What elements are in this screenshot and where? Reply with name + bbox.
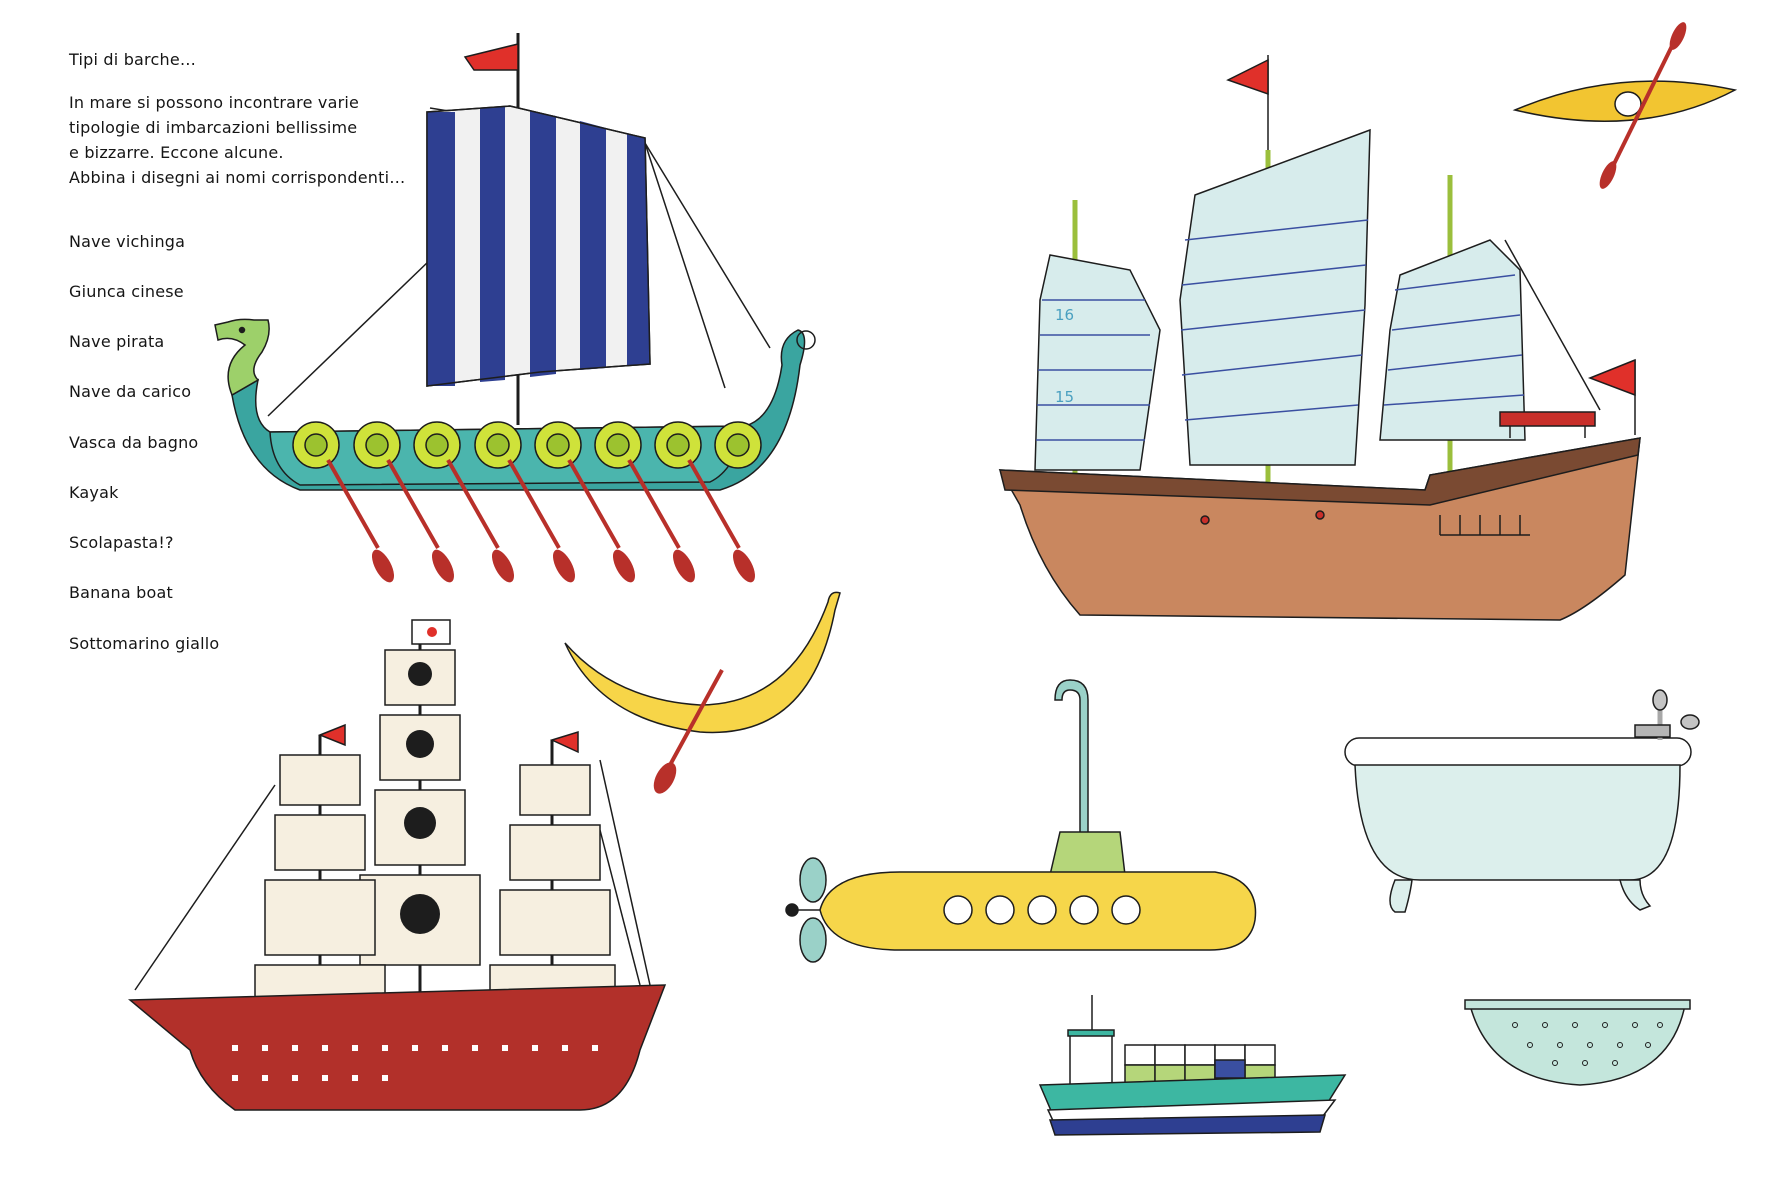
page-title: Tipi di barche… [69,50,197,69]
boat-name-kayak[interactable]: Kayak [69,483,119,502]
boat-name-submarine[interactable]: Sottomarino giallo [69,634,220,653]
colander-illustration[interactable] [1464,999,1691,1086]
sail-number-16: 16 [1055,306,1074,324]
boat-name-viking[interactable]: Nave vichinga [69,232,186,251]
bathtub-illustration[interactable] [1344,689,1700,913]
cargo-ship-illustration[interactable] [1038,995,1347,1136]
kayak-illustration[interactable] [1512,20,1738,191]
intro-line: In mare si possono incontrare varie [69,93,360,112]
boat-name-pirate[interactable]: Nave pirata [69,332,165,351]
boat-name-junk[interactable]: Giunca cinese [69,282,184,301]
banana-boat-illustration[interactable] [564,591,841,797]
viking-ship-illustration[interactable] [214,33,816,586]
boat-name-colander[interactable]: Scolapasta!? [69,533,174,552]
intro-line: e bizzarre. Eccone alcune. [69,143,284,162]
intro-line: tipologie di imbarcazioni bellissime [69,118,358,137]
boat-name-cargo[interactable]: Nave da carico [69,382,192,401]
intro-line: Abbina i disegni ai nomi corrispondenti… [69,168,406,187]
yellow-submarine-illustration[interactable] [785,679,1257,963]
boat-name-banana[interactable]: Banana boat [69,583,173,602]
pirate-ship-illustration[interactable] [127,619,667,1111]
sail-number-15: 15 [1055,388,1074,406]
chinese-junk-illustration[interactable]: 16 15 [998,55,1641,621]
intro-paragraph: In mare si possono incontrare varie tipo… [69,90,405,190]
boat-name-bathtub[interactable]: Vasca da bagno [69,433,199,452]
